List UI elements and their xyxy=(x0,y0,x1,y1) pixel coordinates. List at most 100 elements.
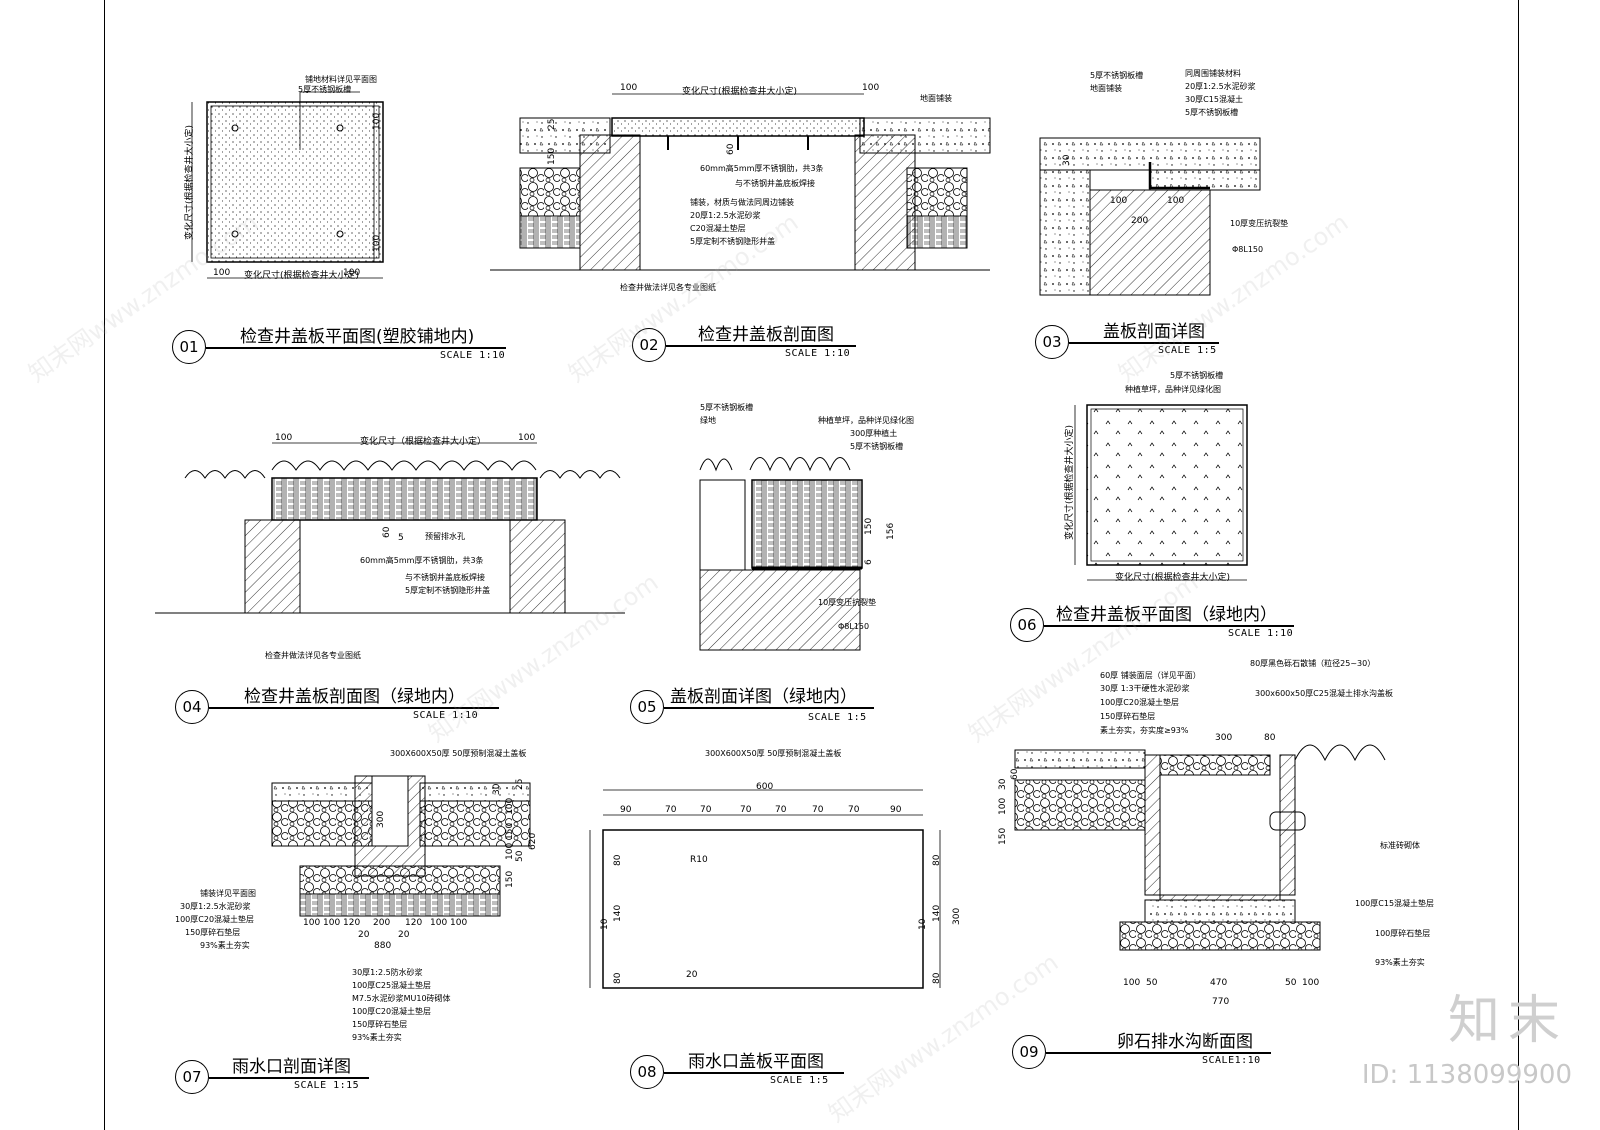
dim-5: 5 xyxy=(398,533,404,543)
dim-620: 620 xyxy=(528,832,538,850)
dim-60: 60 xyxy=(382,526,392,538)
note-rebar: Φ8L150 xyxy=(1232,245,1264,254)
view-number: 08 xyxy=(630,1055,664,1089)
view-title: 雨水口盖板平面图 xyxy=(688,1052,824,1072)
dim-right-0: 80 xyxy=(932,854,942,866)
dim-left-2: 80 xyxy=(613,972,623,984)
dim-300: 300 xyxy=(1215,733,1233,743)
title-underline xyxy=(206,347,506,349)
view-title: 雨水口剖面详图 xyxy=(232,1057,351,1077)
dim-right-4: 50 xyxy=(515,850,525,862)
note-left-4: 素土夯实，夯实度≥93% xyxy=(1100,726,1189,735)
view-scale: SCALE 1:10 xyxy=(785,348,851,359)
note-paving-layer: 铺装，材质与做法同周边铺装 xyxy=(690,198,794,207)
view-scale: SCALE 1:10 xyxy=(440,350,506,361)
view-title: 检查井盖板剖面图 xyxy=(698,325,834,345)
view-title: 检查井盖板剖面图（绿地内） xyxy=(244,687,465,707)
dim-r10: R10 xyxy=(690,855,708,865)
note-crack-pad: 10厚变压抗裂垫 xyxy=(1230,219,1289,228)
note-left-0: 60厚 铺装面层（详见平面） xyxy=(1100,671,1201,680)
note-slab: 300x600x50厚C25混凝土排水沟盖板 xyxy=(1255,689,1393,698)
dim-300: 300 xyxy=(952,907,962,925)
dim-bottom-4: 100 xyxy=(1302,978,1320,988)
sheet-border-left xyxy=(104,0,105,1130)
view-scale: SCALE 1:15 xyxy=(294,1080,360,1091)
dim-right-1: 100 xyxy=(505,797,515,815)
dim-right-2: 80 xyxy=(932,972,942,984)
note-steel-ribs: 60mm高5mm厚不锈钢肋，共3条 xyxy=(360,556,484,565)
dim-156: 156 xyxy=(886,522,896,540)
note-left-2: 100厚C20混凝土垫层 xyxy=(1100,698,1180,707)
view-title: 卵石排水沟断面图 xyxy=(1117,1032,1253,1052)
note-steel-groove: 5厚不锈钢板槽 xyxy=(700,403,754,412)
title-underline xyxy=(209,1077,369,1079)
dim-top-3: 70 xyxy=(740,805,752,815)
view-title: 盖板剖面详图 xyxy=(1103,322,1205,342)
note-steel-ribs: 60mm高5mm厚不锈钢肋，共3条 xyxy=(700,164,824,173)
dim-right-0: 30 xyxy=(492,783,502,795)
view-number: 07 xyxy=(175,1060,209,1094)
dim-variable-width: 变化尺寸(根据检查井大小定) xyxy=(244,271,360,281)
view-number: 02 xyxy=(632,328,666,362)
dim-left-2: 100 xyxy=(998,797,1008,815)
note-lawn: 种植草坪，品种详见绿化图 xyxy=(818,416,914,425)
dim-bottom-5: 100 xyxy=(430,918,448,928)
dim-variable-height: 变化尺寸(根据检查井大小定) xyxy=(1065,424,1075,540)
dim-variable: 变化尺寸（根据检查井大小定） xyxy=(360,437,487,447)
note-concrete: C20混凝土垫层 xyxy=(690,224,746,233)
dim-150: 150 xyxy=(547,147,557,165)
dim-variable-height: 变化尺寸(根据检查井大小定) xyxy=(185,124,195,240)
note-soil: 93%素土夯实 xyxy=(1375,958,1425,967)
view-number: 01 xyxy=(172,330,206,364)
dim-100: 100 xyxy=(213,268,231,278)
view-title: 检查井盖板平面图（绿地内） xyxy=(1056,605,1277,625)
dim-100: 100 xyxy=(518,433,536,443)
dim-bottom-6: 100 xyxy=(450,918,468,928)
dim-25: 25 xyxy=(515,778,525,790)
note-brick: 标准砖砌体 xyxy=(1380,841,1420,850)
dim-top-0: 90 xyxy=(620,805,632,815)
dim-top-2: 70 xyxy=(700,805,712,815)
note-well: 检查井做法详见各专业图纸 xyxy=(620,283,716,292)
note-mortar: 20厚1:2.5水泥砂浆 xyxy=(1185,82,1256,91)
dim-300: 300 xyxy=(376,810,386,828)
note-left-3: 150厚碎石垫层 xyxy=(1100,712,1156,721)
title-underline xyxy=(1046,1052,1271,1054)
note-drain-hole: 预留排水孔 xyxy=(425,532,465,541)
dim-200: 200 xyxy=(1131,216,1149,226)
title-underline xyxy=(664,707,874,709)
dim-right-2: 150 xyxy=(505,822,515,840)
note-steel-groove-2: 5厚不锈钢板槽 xyxy=(1185,108,1239,117)
view-number: 03 xyxy=(1035,325,1069,359)
note-bottom-1: 100厚C25混凝土垫层 xyxy=(352,981,432,990)
note-same-paving: 同周围铺装材料 xyxy=(1185,69,1241,78)
dim-100: 100 xyxy=(372,112,382,130)
dim-bottom-3: 200 xyxy=(373,918,391,928)
dim-top-7: 90 xyxy=(890,805,902,815)
note-rebar: Φ8L150 xyxy=(838,622,870,631)
note-lawn: 种植草坪，品种详见绿化图 xyxy=(1125,385,1221,394)
dim-bottom-0: 100 xyxy=(303,918,321,928)
dim-10: 10 xyxy=(918,918,928,930)
note-gravel: 100厚碎石垫层 xyxy=(1375,929,1431,938)
dim-100: 100 xyxy=(862,83,880,93)
note-left-1: 30厚1:2.5水泥砂浆 xyxy=(180,902,251,911)
dim-left-0: 60 xyxy=(1010,768,1020,780)
dim-right-3: 100 xyxy=(505,842,515,860)
note-mortar: 20厚1:2.5水泥砂浆 xyxy=(690,211,761,220)
note-steel-groove: 5厚不锈钢板槽 xyxy=(1090,71,1144,80)
view-title: 检查井盖板平面图(塑胶铺地内) xyxy=(240,327,475,347)
note-left-1: 30厚 1:3干硬性水泥砂浆 xyxy=(1100,684,1190,693)
dim-770: 770 xyxy=(1212,997,1230,1007)
note-bottom-0: 30厚1:2.5防水砂浆 xyxy=(352,968,423,977)
dim-left-1: 30 xyxy=(998,778,1008,790)
dim-880: 880 xyxy=(374,941,392,951)
title-underline xyxy=(1069,342,1219,344)
dim-bottom-3: 50 xyxy=(1285,978,1297,988)
note-weld: 与不锈钢井盖底板焊接 xyxy=(405,573,485,582)
view-number: 06 xyxy=(1010,608,1044,642)
view-number: 04 xyxy=(175,690,209,724)
dim-bottom-2: 470 xyxy=(1210,978,1228,988)
note-steel-groove: 5厚不锈钢板槽 xyxy=(1170,371,1224,380)
